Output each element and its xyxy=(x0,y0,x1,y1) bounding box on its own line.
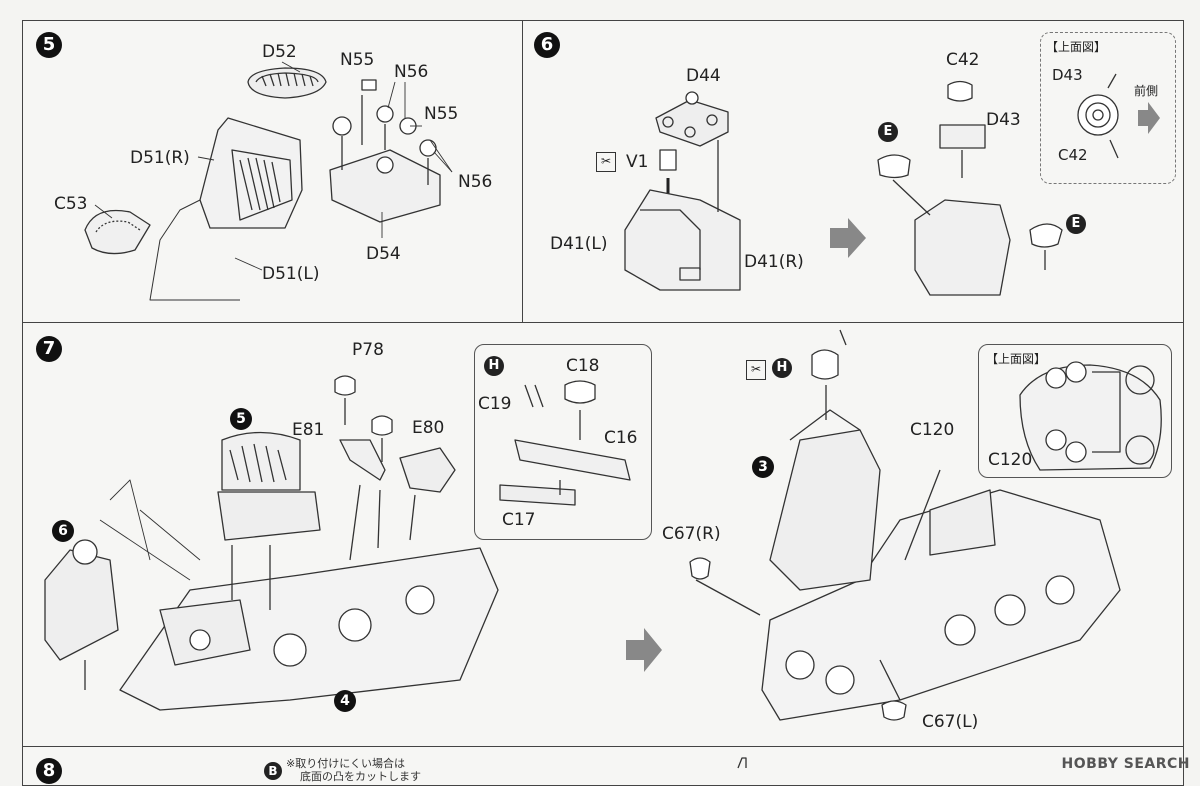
label-c19: C19 xyxy=(478,394,512,414)
label-c120: C120 xyxy=(910,420,955,440)
label-c17: C17 xyxy=(502,510,536,530)
watermark-text: HOBBY SEARCH xyxy=(1061,756,1190,772)
label-n56-top: N56 xyxy=(394,62,429,82)
label-n55-right: N55 xyxy=(424,104,459,124)
step6-topview-title: 【上面図】 xyxy=(1046,40,1107,54)
label-d41l: D41(L) xyxy=(550,234,608,254)
step6-large-arrow xyxy=(830,218,866,258)
step8-b-badge: B xyxy=(264,762,282,780)
step6-topview-c42: C42 xyxy=(1058,146,1088,164)
step7-topview-drawing xyxy=(1019,361,1162,471)
step7-topview-title: 【上面図】 xyxy=(986,352,1047,366)
label-c53: C53 xyxy=(54,194,88,214)
step-5-leader-lines xyxy=(94,61,453,271)
step6-topview-d43: D43 xyxy=(1052,66,1083,84)
label-d44: D44 xyxy=(686,66,721,86)
badge-e-right: E xyxy=(1066,214,1086,234)
step-7-number: 7 xyxy=(36,336,62,362)
step8-note-line1: ※取り付けにくい場合は xyxy=(286,757,405,770)
label-e81: E81 xyxy=(292,420,325,440)
d41-bridge-base-drawing xyxy=(624,140,741,291)
ref-step-4-badge: 4 xyxy=(334,690,356,712)
step6-topview-box xyxy=(1040,32,1176,184)
funnel-subassembly-drawing xyxy=(217,431,321,541)
label-d43: D43 xyxy=(986,110,1021,130)
label-c18: C18 xyxy=(566,356,600,376)
label-d41r: D41(R) xyxy=(744,252,804,272)
label-d54: D54 xyxy=(366,244,401,264)
label-c67r: C67(R) xyxy=(662,524,721,544)
badge-e-left: E xyxy=(878,122,898,142)
hull-right-drawing xyxy=(689,329,1121,721)
step7-inset-box xyxy=(474,344,652,540)
ref-step-5-badge: 5 xyxy=(230,408,252,430)
label-n55-top: N55 xyxy=(340,50,375,70)
cut-sprue-icon-2: ✂ xyxy=(746,360,766,380)
d44-platform-drawing xyxy=(655,91,729,147)
h-badge-right: H xyxy=(772,358,792,378)
p78-e81-e80-drawing xyxy=(84,375,456,690)
step7-large-arrow xyxy=(626,628,662,672)
c42-d43-assembly-drawing xyxy=(877,80,1063,296)
label-c67l: C67(L) xyxy=(922,712,979,732)
hull-left-drawing xyxy=(99,479,499,711)
step8-partial-drawing xyxy=(737,757,747,769)
label-d51r: D51(R) xyxy=(130,148,190,168)
label-p78: P78 xyxy=(352,340,384,360)
label-c16: C16 xyxy=(604,428,638,448)
step7-topview-box xyxy=(978,344,1172,478)
label-d52: D52 xyxy=(262,42,297,62)
step8-note-line2: 底面の凸をカットします xyxy=(300,770,421,783)
ref-step-3-badge: 3 xyxy=(752,456,774,478)
step6-topview-front: 前側 xyxy=(1134,84,1159,98)
d52-part-drawing xyxy=(247,67,327,99)
step-6-number: 6 xyxy=(534,32,560,58)
label-v1: V1 xyxy=(626,152,649,172)
step7-topview-c120: C120 xyxy=(988,450,1033,470)
step-5-number: 5 xyxy=(36,32,62,58)
label-n56-right: N56 xyxy=(458,172,493,192)
step6-topview-drawing xyxy=(1077,73,1160,159)
label-c42: C42 xyxy=(946,50,980,70)
c53-platform-drawing xyxy=(84,209,151,255)
bridge-subassembly-drawing xyxy=(44,539,119,661)
label-d51l: D51(L) xyxy=(262,264,320,284)
label-e80: E80 xyxy=(412,418,445,438)
inset-h-badge: H xyxy=(484,356,504,376)
ref-step-6-badge: 6 xyxy=(52,520,74,542)
d54-platform-drawing xyxy=(329,79,441,223)
funnel-body-drawing xyxy=(149,117,303,301)
inset-c16-c19-drawing xyxy=(499,380,631,506)
cut-sprue-icon: ✂ xyxy=(596,152,616,172)
